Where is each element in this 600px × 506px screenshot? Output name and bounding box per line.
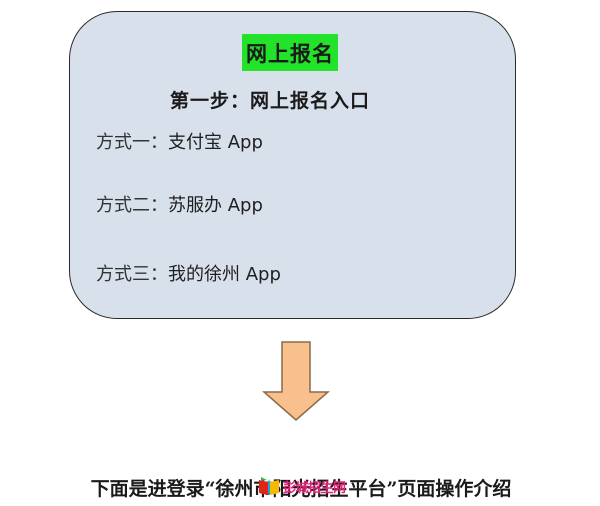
method-label: 方式二：: [96, 195, 168, 216]
card-title: 网上报名: [242, 34, 338, 71]
method-value: 苏服办 App: [168, 195, 263, 216]
method-item-3: 方式三： 我的徐州 App: [96, 260, 281, 286]
method-label: 方式三：: [96, 264, 168, 285]
down-arrow-icon: [262, 341, 330, 421]
method-label: 方式一：: [96, 132, 168, 153]
footer-caption: 下面是进登录“徐州市阳光招生平台”页面操作介绍: [90, 477, 512, 500]
method-item-1: 方式一： 支付宝 App: [96, 128, 263, 154]
watermark-text: 彭城招生网: [283, 480, 346, 496]
method-value: 支付宝 App: [168, 132, 263, 153]
method-value: 我的徐州 App: [168, 264, 281, 285]
watermark: 彭城招生网: [258, 476, 346, 496]
step-title: 第一步：网上报名入口: [170, 90, 371, 112]
method-item-2: 方式二： 苏服办 App: [96, 191, 263, 217]
book-logo-icon: [259, 477, 279, 495]
